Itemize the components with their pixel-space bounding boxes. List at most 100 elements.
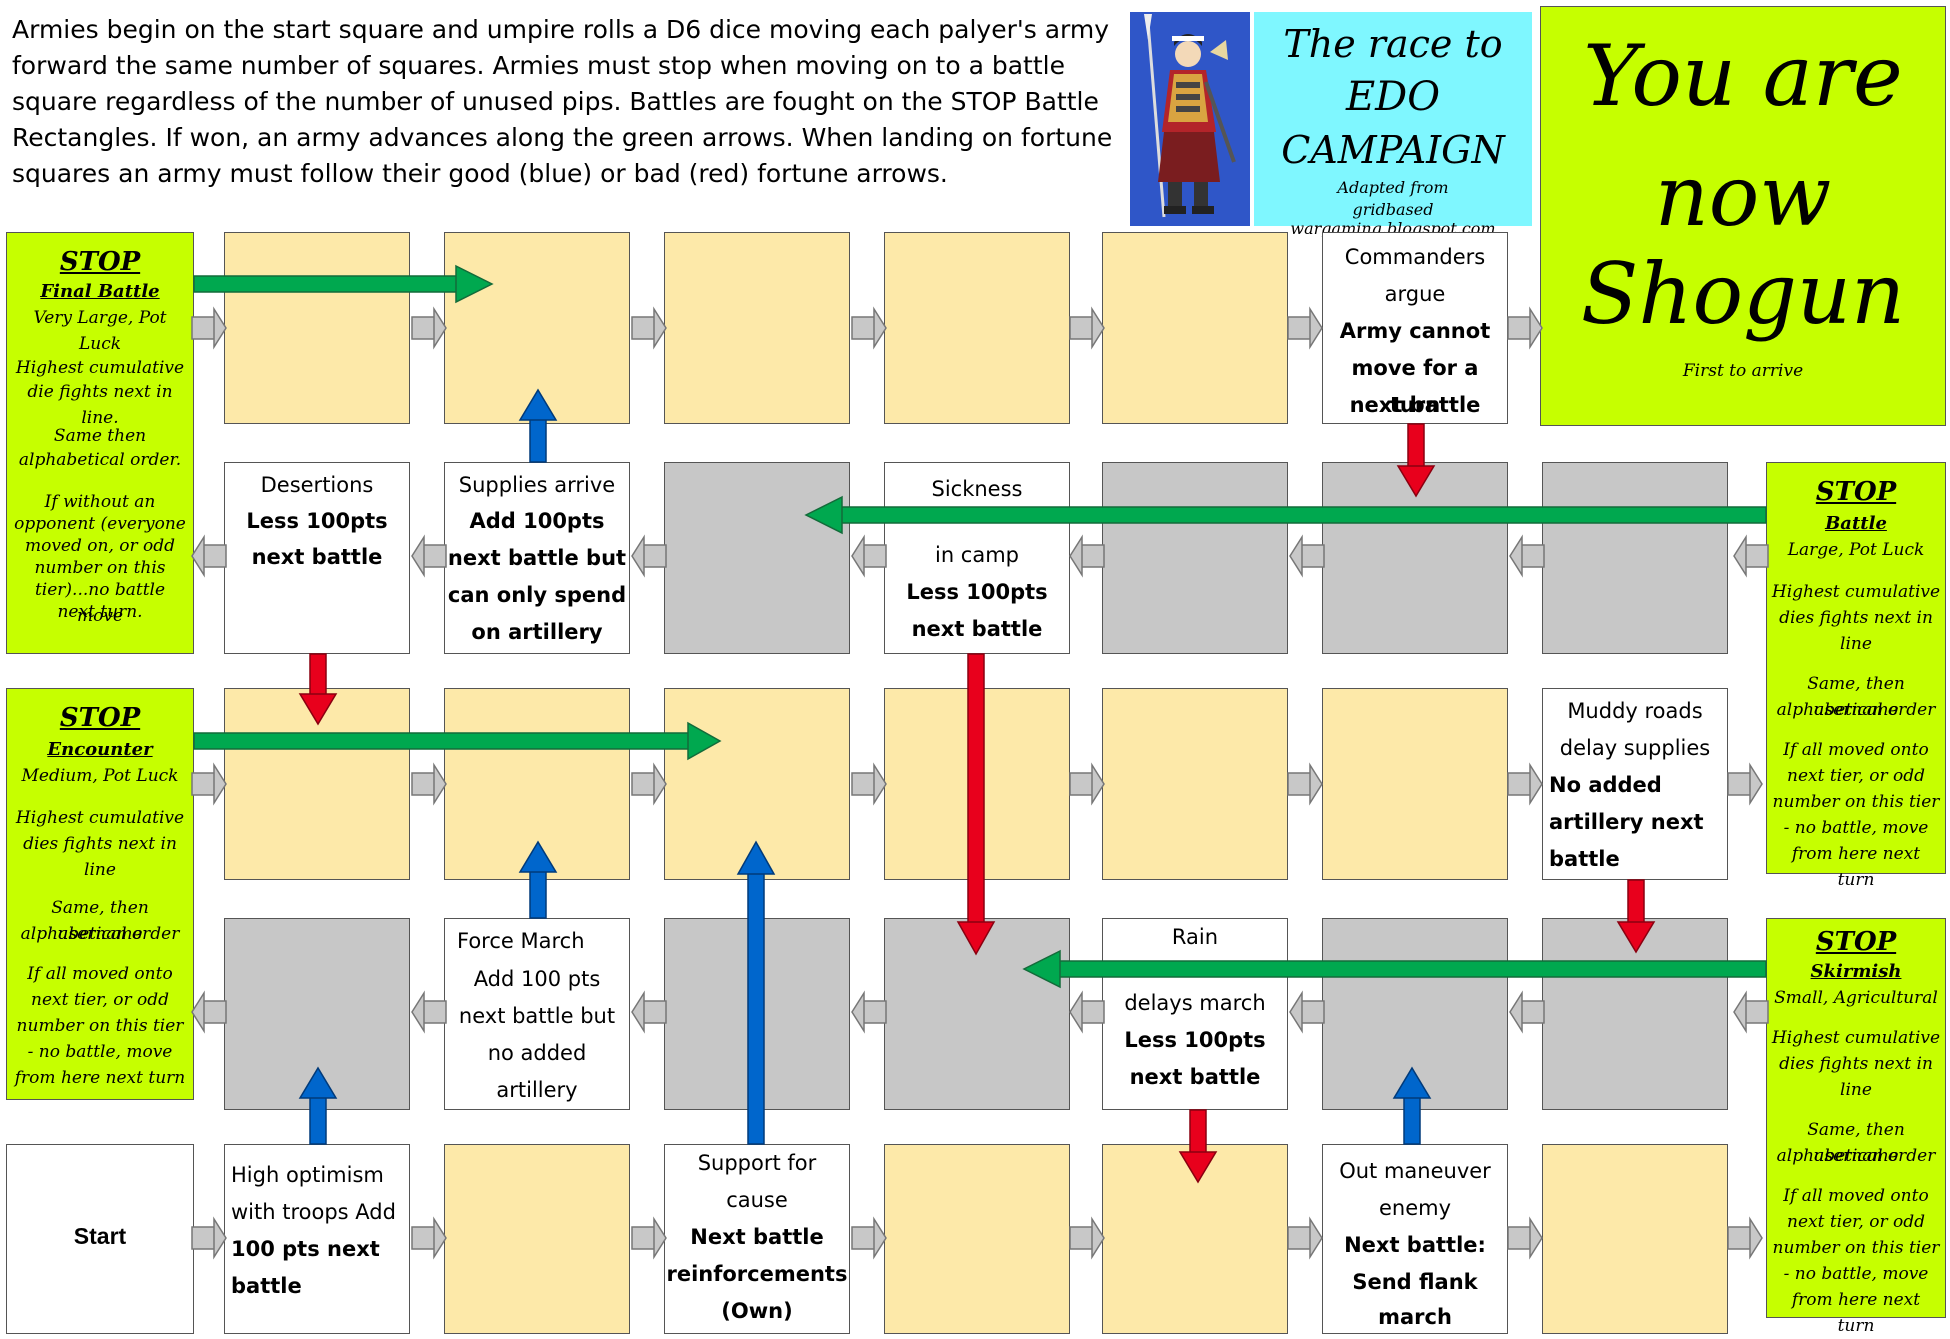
- stop-rule: alphabetical order: [1776, 700, 1936, 720]
- grey-left-arrow: [1509, 992, 1545, 1032]
- grey-left-arrow: [411, 536, 447, 576]
- stop-rule: Highest cumulative: [15, 358, 185, 378]
- square-text: Support for: [697, 1151, 817, 1175]
- grey-right-arrow: [851, 764, 887, 804]
- board-square[interactable]: [884, 232, 1070, 424]
- stop-name: Skirmish: [1810, 961, 1902, 982]
- square-text: delay supplies: [1559, 736, 1711, 760]
- green-advance-arrow: [1022, 949, 1767, 989]
- square-text: move for a turn: [1351, 356, 1479, 417]
- stop-rule: next tier, or odd: [31, 990, 169, 1010]
- board-square[interactable]: [1542, 1144, 1728, 1334]
- stop-rule: line: [1840, 634, 1872, 654]
- green-advance-arrow: [804, 495, 1767, 535]
- square-text: Add 100pts: [469, 509, 605, 533]
- board-square[interactable]: [444, 688, 630, 880]
- square-text: delays march: [1124, 991, 1266, 1015]
- stop-rule: If all moved onto: [27, 964, 173, 984]
- stop-battle: STOP Battle Large, Pot Luck Highest cumu…: [1766, 462, 1946, 890]
- square-text: Less 100pts: [906, 580, 1048, 604]
- stop-rule: moved on, or odd: [24, 536, 176, 556]
- stop-size: Medium, Pot Luck: [21, 766, 179, 786]
- fortune-square-rain[interactable]: Rain delays march Less 100pts next battl…: [1102, 918, 1288, 1110]
- stop-rule: from here next turn: [1791, 844, 1921, 890]
- board-square[interactable]: [1542, 462, 1728, 654]
- board-square[interactable]: [1102, 688, 1288, 880]
- square-text: on artillery: [471, 620, 603, 644]
- stop-rule: next turn.: [57, 602, 143, 622]
- red-bad-fortune-arrow: [1178, 1109, 1218, 1184]
- square-text: battle: [231, 1274, 302, 1298]
- square-text: Supplies arrive: [458, 473, 616, 497]
- stop-rule: - no battle, move: [1783, 1264, 1929, 1284]
- square-text: next battle: [251, 545, 383, 569]
- fortune-square-support-for-cause[interactable]: Support for cause Next battle reinforcem…: [664, 1144, 850, 1334]
- stop-rule: Same, then username: [1807, 674, 1905, 720]
- fortune-square-sickness[interactable]: Sickness in camp Less 100pts next battle: [884, 462, 1070, 654]
- board-square[interactable]: [444, 1144, 630, 1334]
- stop-rule: Same then: [53, 426, 147, 446]
- square-text-part: with troops Add: [231, 1200, 396, 1224]
- square-text: artillery next: [1549, 810, 1704, 834]
- board-square[interactable]: [1322, 688, 1508, 880]
- stop-name: Encounter: [47, 739, 153, 760]
- grey-right-arrow: [851, 308, 887, 348]
- square-text: argue: [1384, 282, 1446, 306]
- square-text: Army cannot: [1339, 319, 1491, 343]
- start-label: Start: [73, 1223, 127, 1249]
- square-text: next battle: [911, 617, 1043, 641]
- square-text: Desertions: [260, 473, 374, 497]
- fortune-square-supplies-arrive[interactable]: Supplies arrive Add 100pts next battle b…: [444, 462, 630, 654]
- grey-right-arrow: [1287, 1218, 1323, 1258]
- grey-right-arrow: [631, 764, 667, 804]
- board-square[interactable]: [1102, 462, 1288, 654]
- fortune-square-muddy-roads[interactable]: Muddy roads delay supplies No added arti…: [1542, 688, 1728, 880]
- square-text: Force March: [457, 929, 585, 953]
- fortune-square-desertions[interactable]: Desertions Less 100pts next battle: [224, 462, 410, 654]
- stop-rule: tier)...no battle move: [34, 580, 166, 626]
- square-text: Add 100 pts: [473, 967, 601, 991]
- board-square[interactable]: [224, 232, 410, 424]
- grey-left-arrow: [411, 992, 447, 1032]
- square-text: next battle but: [447, 546, 627, 570]
- square-text: Rain: [1171, 925, 1219, 949]
- stop-rule: dies fights next in: [1779, 1054, 1933, 1074]
- grey-right-arrow: [411, 764, 447, 804]
- grey-right-arrow: [1069, 1218, 1105, 1258]
- square-text: 100 pts next: [231, 1237, 380, 1261]
- red-bad-fortune-arrow: [1616, 879, 1656, 954]
- stop-rule: alphabetical order: [1776, 1146, 1936, 1166]
- stop-size: Very Large, Pot Luck: [33, 308, 167, 354]
- stop-label: STOP: [1815, 477, 1897, 507]
- fortune-square-commanders-argue[interactable]: Commanders argue Army cannot move for a …: [1322, 232, 1508, 424]
- fortune-square-out-maneuver[interactable]: Out maneuver enemy Next battle: Send fla…: [1322, 1144, 1508, 1334]
- square-text: Less 100pts: [246, 509, 388, 533]
- stop-rule: - no battle, move: [1783, 818, 1929, 838]
- stop-rule: If all moved onto: [1783, 740, 1929, 760]
- board-square[interactable]: [664, 462, 850, 654]
- grey-left-arrow: [191, 536, 227, 576]
- stop-rule: - no battle, move: [27, 1042, 173, 1062]
- stop-skirmish: STOP Skirmish Small, Agricultural Highes…: [1766, 918, 1946, 1336]
- shogun-goal: You are now Shogun First to arrive: [1540, 6, 1946, 426]
- square-text: Next battle:: [1344, 1233, 1486, 1257]
- square-text: No added: [1549, 773, 1662, 797]
- stop-rule: alphabetical order.: [18, 450, 182, 470]
- square-text: Out maneuver: [1339, 1159, 1491, 1183]
- shogun-note: First to arrive: [1682, 361, 1804, 381]
- grey-right-arrow: [1069, 308, 1105, 348]
- blue-good-fortune-arrow: [518, 840, 558, 919]
- shogun-line-2: now: [1654, 147, 1832, 245]
- red-bad-fortune-arrow: [1396, 423, 1436, 498]
- square-text: next battle: [1349, 393, 1481, 417]
- stop-size: Small, Agricultural: [1774, 988, 1938, 1008]
- start-square[interactable]: Start: [6, 1144, 194, 1334]
- square-text: High optimism: [231, 1163, 384, 1187]
- board-square[interactable]: [884, 1144, 1070, 1334]
- stop-rule: die fights next in line.: [27, 382, 173, 428]
- stop-rule: number on this: [34, 558, 166, 578]
- fortune-square-force-march[interactable]: Force March Add 100 pts next battle but …: [444, 918, 630, 1110]
- square-text: cause: [726, 1188, 788, 1212]
- stop-rule: line: [1840, 1080, 1872, 1100]
